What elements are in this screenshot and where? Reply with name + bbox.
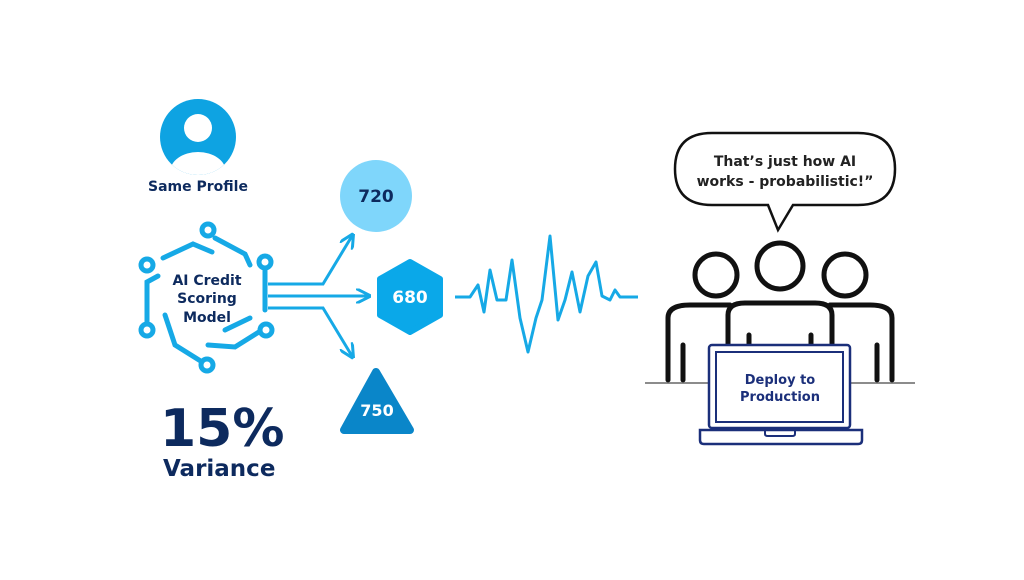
variance-percent: 15% [160,399,284,459]
output-arrows [268,236,368,356]
circuit-hexagon-icon [138,221,275,374]
score-680-hexagon [377,259,443,335]
score-720-circle [340,160,412,232]
speech-line2: works - probabilistic!” [697,174,874,190]
speech-line1: That’s just how AI [714,154,856,170]
laptop-icon [698,343,864,446]
profile-label: Same Profile [148,179,248,195]
speech-bubble [673,131,897,233]
waveform-line [455,234,638,354]
score-720-label: 720 [358,187,394,207]
variance-label: Variance [163,456,275,482]
laptop-screen-line2: Production [740,390,820,405]
score-680-label: 680 [392,288,428,308]
team-people-icon [665,240,895,383]
score-750-label: 750 [360,401,393,420]
laptop-screen-line1: Deploy to [745,373,816,388]
user-avatar-icon [160,99,236,175]
model-label-line3: Model [183,310,231,326]
model-label-line1: AI Credit [172,273,241,289]
score-750-triangle [340,368,414,434]
model-label-line2: Scoring [177,291,237,307]
